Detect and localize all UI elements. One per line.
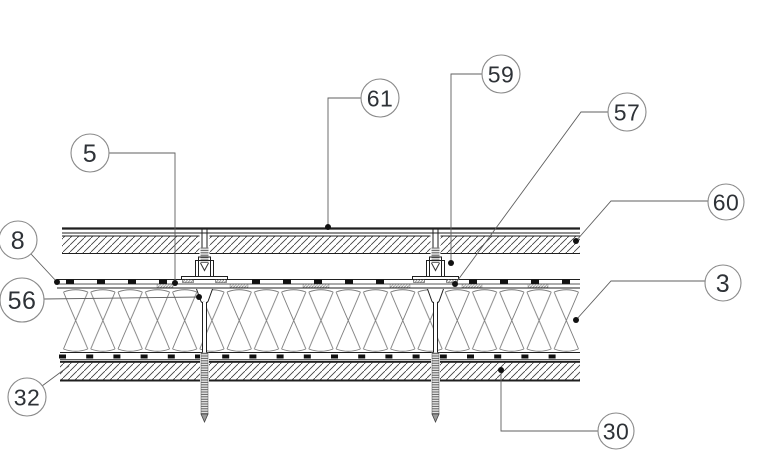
callout-bubble — [607, 92, 647, 132]
leader-dot — [196, 294, 202, 300]
callout-number: 60 — [713, 189, 740, 215]
layer-sheathing-bottom — [60, 362, 580, 382]
callout-number: 8 — [11, 227, 25, 255]
layer-sheathing-top — [62, 235, 580, 254]
callout-bubble — [704, 264, 742, 302]
callout-number: 5 — [83, 140, 97, 168]
callout-60: 60 — [573, 183, 745, 244]
leader-dot — [498, 367, 504, 373]
callout-61: 61 — [325, 78, 400, 230]
callout-bubble — [70, 133, 110, 173]
leader-dot — [54, 279, 60, 285]
leader-dot — [448, 260, 454, 266]
callout-number: 61 — [367, 85, 394, 111]
board-fastener-squares — [59, 354, 556, 359]
leader-dot — [325, 224, 331, 230]
membrane-adhesive-strips — [156, 284, 549, 288]
layer-membrane-board — [57, 279, 580, 289]
leader-dot — [573, 317, 579, 323]
callout-8: 8 — [0, 220, 60, 285]
callout-layer: 5 61 59 57 60 3 30 8 56 32 — [0, 54, 745, 450]
callout-bubble — [481, 54, 521, 94]
callout-59: 59 — [448, 54, 521, 266]
callout-number: 56 — [8, 287, 37, 315]
callout-bubble — [597, 412, 635, 450]
callout-bubble — [0, 277, 45, 323]
callout-number: 32 — [14, 384, 41, 410]
fastener-assemblies — [181, 229, 459, 423]
callout-5: 5 — [70, 133, 178, 286]
layer-board-bottom — [59, 352, 580, 363]
callout-number: 30 — [603, 418, 630, 444]
callout-bubble — [0, 220, 38, 260]
layer-insulation — [62, 288, 580, 353]
leader-dot — [573, 238, 579, 244]
callout-56: 56 — [0, 277, 202, 323]
layer-top-sheet — [62, 227, 580, 234]
membrane-fastener-bars — [66, 279, 570, 284]
callout-bubble — [360, 78, 400, 118]
leader-dot — [452, 281, 458, 287]
leader-dot — [172, 280, 178, 286]
callout-bubble — [7, 377, 47, 417]
callout-30: 30 — [498, 367, 635, 450]
callout-bubble — [707, 183, 745, 221]
callout-32: 32 — [7, 365, 70, 417]
callout-57: 57 — [452, 92, 647, 287]
callout-3: 3 — [573, 264, 742, 323]
bracket-assembly — [412, 229, 459, 423]
callout-number: 57 — [614, 99, 641, 125]
callout-number: 3 — [716, 270, 730, 298]
callout-number: 59 — [488, 61, 515, 87]
bracket-assembly — [181, 229, 228, 423]
